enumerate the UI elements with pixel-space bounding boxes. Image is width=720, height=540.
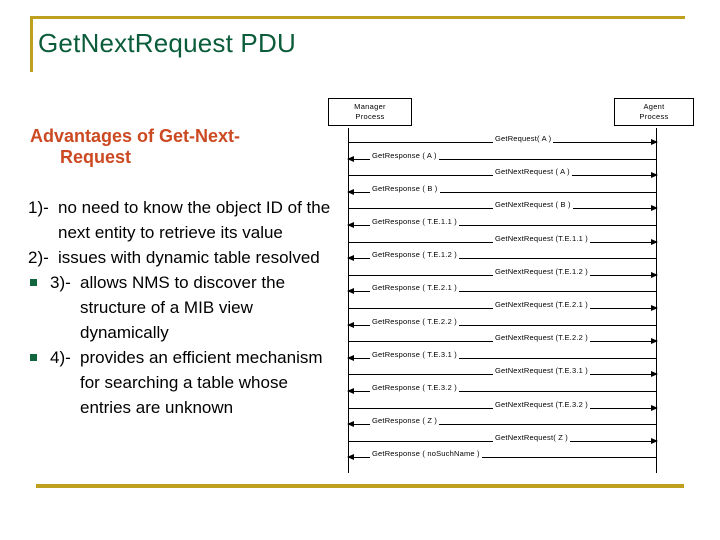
arrowhead-right-icon xyxy=(651,305,658,311)
arrowhead-left-icon xyxy=(347,321,354,328)
list-item-number: 2)- xyxy=(28,248,49,267)
message-label: GetResponse ( Z ) xyxy=(370,416,440,427)
list-item-text: no need to know the object ID of the nex… xyxy=(58,198,331,242)
top-accent-bar-stub xyxy=(30,16,33,72)
arrowhead-right-icon xyxy=(651,437,658,444)
manager-process-label-line2: Process xyxy=(355,111,385,121)
square-bullet-icon xyxy=(30,279,37,286)
message-label: GetResponse ( T.E.2.1 ) xyxy=(370,283,459,294)
manager-process-box: Manager Process xyxy=(328,98,412,126)
agent-process-label-line1: Agent xyxy=(643,102,665,111)
message-label: GetRequest( A ) xyxy=(493,134,554,144)
message-label: GetNextRequest (T.E.2.1 ) xyxy=(493,300,590,310)
arrowhead-left-icon xyxy=(347,188,354,195)
message-label: GetResponse ( A ) xyxy=(370,150,439,161)
arrowhead-right-icon xyxy=(651,371,658,378)
message-label: GetNextRequest (T.E.1.1 ) xyxy=(493,233,590,244)
arrow-line xyxy=(348,258,657,260)
arrowhead-left-icon xyxy=(347,354,354,361)
message-label: GetNextRequest (T.E.3.2 ) xyxy=(493,399,590,410)
sequence-diagram: Manager Process Agent Process GetRequest… xyxy=(328,98,694,476)
arrowhead-left-icon xyxy=(347,155,354,162)
arrow-line xyxy=(348,158,657,160)
arrowhead-left-icon xyxy=(347,421,354,428)
arrowhead-right-icon xyxy=(651,139,658,145)
page-title: GetNextRequest PDU xyxy=(38,28,296,58)
arrowhead-right-icon xyxy=(651,172,658,179)
arrowhead-right-icon xyxy=(651,205,658,212)
message-label: GetResponse ( T.E.1.2 ) xyxy=(370,250,459,261)
arrow-line xyxy=(348,391,657,392)
list-item: 1)- no need to know the object ID of the … xyxy=(28,195,338,245)
list-item-number: 4)- xyxy=(50,348,71,367)
subheading-line-1: Advantages of Get-Next- xyxy=(30,126,241,146)
arrowhead-left-icon xyxy=(347,288,354,295)
agent-lifeline xyxy=(656,128,657,473)
message-label: GetResponse ( T.E.2.2 ) xyxy=(370,316,459,327)
square-bullet-icon xyxy=(30,354,37,361)
message-label: GetResponse ( B ) xyxy=(370,183,440,194)
message-label: GetNextRequest (T.E.3.1 ) xyxy=(493,366,590,377)
arrowhead-right-icon xyxy=(651,271,658,278)
arrowhead-left-icon xyxy=(347,388,354,394)
list-item-text: issues with dynamic table resolved xyxy=(58,248,320,267)
agent-process-box: Agent Process xyxy=(614,98,694,126)
list-item: 4)- provides an efficient mechanism for s… xyxy=(28,345,338,420)
arrowhead-right-icon xyxy=(651,404,658,411)
list-item-number: 1)- xyxy=(28,198,49,217)
message-label: GetResponse ( T.E.1.1 ) xyxy=(370,217,459,227)
message-label: GetResponse ( T.E.3.2 ) xyxy=(370,383,459,393)
list-item: 2)- issues with dynamic table resolved xyxy=(28,245,338,270)
list-item-number: 3)- xyxy=(50,273,71,292)
message-label: GetNextRequest( Z ) xyxy=(493,432,570,443)
message-label: GetNextRequest ( B ) xyxy=(493,200,573,211)
arrow-line xyxy=(348,424,657,426)
arrow-line xyxy=(348,457,657,459)
list-item-text: allows NMS to discover the structure of … xyxy=(80,273,286,342)
arrow-line xyxy=(348,324,657,326)
arrow-line xyxy=(348,191,657,193)
top-accent-bar xyxy=(30,16,685,19)
agent-process-label-line2: Process xyxy=(639,111,669,121)
manager-lifeline xyxy=(348,128,349,473)
list-item-text: provides an efficient mechanism for sear… xyxy=(80,348,323,417)
message-label: GetNextRequest (T.E.2.2 ) xyxy=(493,333,590,344)
message-label: GetNextRequest (T.E.1.2 ) xyxy=(493,266,590,277)
arrowhead-right-icon xyxy=(651,238,658,245)
arrow-line xyxy=(348,291,657,293)
arrow-line xyxy=(348,357,657,359)
subheading-line-2: Request xyxy=(60,147,132,167)
message-label: GetResponse ( noSuchName ) xyxy=(370,449,482,460)
arrowhead-right-icon xyxy=(651,338,658,345)
bottom-accent-bar xyxy=(36,484,684,488)
section-subheading: Advantages of Get-Next- Request xyxy=(30,126,330,168)
arrowhead-left-icon xyxy=(347,454,354,461)
message-label: GetNextRequest ( A ) xyxy=(493,167,572,178)
list-item: 3)- allows NMS to discover the structure … xyxy=(28,270,338,345)
manager-process-label-line1: Manager xyxy=(354,102,386,111)
arrowhead-left-icon xyxy=(347,255,354,262)
arrowhead-left-icon xyxy=(347,222,354,228)
arrow-line xyxy=(348,225,657,226)
message-label: GetResponse ( T.E.3.1 ) xyxy=(370,349,459,360)
advantages-list: 1)- no need to know the object ID of the … xyxy=(28,195,338,420)
